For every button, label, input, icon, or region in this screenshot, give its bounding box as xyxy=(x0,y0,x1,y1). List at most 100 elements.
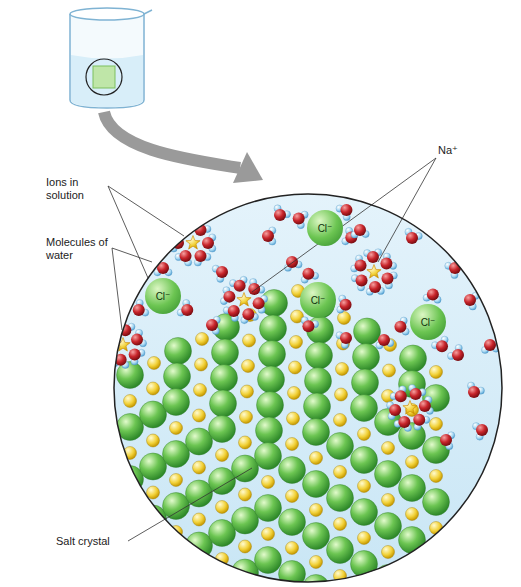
sodium-ball xyxy=(262,580,275,587)
chloride-ball xyxy=(354,318,381,345)
sodium-ball xyxy=(147,538,160,551)
hydrogen-atom xyxy=(99,343,106,350)
solution xyxy=(99,204,499,450)
oxygen-atom xyxy=(449,262,461,274)
oxygen-atom xyxy=(355,259,367,271)
chloride-ball xyxy=(305,368,332,395)
sodium-ion xyxy=(403,401,417,415)
oxygen-atom xyxy=(367,251,379,263)
sodium-ball xyxy=(147,382,160,395)
sodium-ball xyxy=(358,480,371,493)
chloride-ball xyxy=(232,507,259,534)
oxygen-atom xyxy=(468,386,480,398)
oxygen-atom xyxy=(476,424,488,436)
oxygen-atom xyxy=(195,250,207,262)
sodium-ball xyxy=(196,333,209,346)
sodium-ball xyxy=(382,494,395,507)
oxygen-atom xyxy=(381,273,393,285)
oxygen-atom xyxy=(427,288,439,300)
oxygen-atom xyxy=(253,297,265,309)
sodium-ball xyxy=(334,466,347,479)
chloride-ion: Cl⁻ xyxy=(145,278,181,314)
chloride-ball xyxy=(399,579,426,587)
chloride-ball xyxy=(164,363,191,390)
chloride-ball xyxy=(327,537,354,564)
sodium-ball xyxy=(124,499,137,512)
oxygen-atom xyxy=(413,414,425,426)
sodium-ball xyxy=(148,357,161,370)
sodium-ball xyxy=(382,546,395,559)
sodium-ball xyxy=(358,428,371,441)
oxygen-atom xyxy=(394,321,406,333)
zoom-arrowhead xyxy=(233,152,263,183)
oxygen-atom xyxy=(436,340,448,352)
chloride-ball xyxy=(351,499,378,526)
salt-in-beaker xyxy=(93,66,115,88)
oxygen-atom xyxy=(242,308,254,320)
magnified-outline xyxy=(114,194,502,582)
zoom-circle xyxy=(86,59,122,95)
oxygen-atom xyxy=(340,299,352,311)
oxygen-atom xyxy=(129,348,141,360)
chloride-ball xyxy=(399,475,426,502)
hydrogen-atom xyxy=(108,325,115,332)
oxygen-atom xyxy=(389,404,401,416)
hydrogen-atom xyxy=(468,246,475,253)
chloride-ball xyxy=(304,393,331,420)
sodium-ball xyxy=(170,474,183,487)
chloride-ball xyxy=(165,338,192,365)
oxygen-atom xyxy=(410,388,422,400)
chloride-ball xyxy=(210,390,237,417)
oxygen-atom xyxy=(206,319,218,331)
oxygen-atom xyxy=(181,304,193,316)
oxygen-atom xyxy=(484,339,496,351)
beaker-liquid xyxy=(71,55,143,107)
chloride-ball xyxy=(140,401,167,428)
sodium-ball xyxy=(239,436,252,449)
oxygen-atom xyxy=(131,334,143,346)
sodium-ball xyxy=(262,476,275,489)
sodium-ball xyxy=(239,540,252,553)
oxygen-atom xyxy=(380,258,392,270)
sodium-ball xyxy=(193,461,206,474)
oxygen-atom xyxy=(395,390,407,402)
sodium-ball xyxy=(334,518,347,531)
sodium-ball xyxy=(239,488,252,501)
oxygen-atom xyxy=(228,305,240,317)
chloride-ball xyxy=(140,505,167,532)
sodium-ball xyxy=(286,438,299,451)
callout-label: Salt crystal xyxy=(56,535,110,548)
beaker xyxy=(70,8,152,108)
sodium-ion xyxy=(367,265,381,279)
oxygen-atom xyxy=(378,334,390,346)
sodium-ball xyxy=(289,361,302,374)
sodium-ball xyxy=(124,551,137,564)
chloride-ball xyxy=(259,341,286,368)
chloride-ball xyxy=(279,457,306,484)
beaker-rim xyxy=(70,8,144,20)
chloride-ball xyxy=(327,433,354,460)
chloride-ball xyxy=(423,489,450,516)
chloride-ball xyxy=(186,428,213,455)
chloride-ball xyxy=(400,345,427,372)
chloride-ball xyxy=(303,471,330,498)
oxygen-atom xyxy=(472,242,484,254)
chloride-ball xyxy=(375,513,402,540)
chloride-ball xyxy=(351,447,378,474)
chloride-ball xyxy=(303,419,330,446)
sodium-ball xyxy=(430,574,443,587)
sodium-ion xyxy=(186,236,200,250)
oxygen-atom xyxy=(406,232,418,244)
oxygen-atom xyxy=(356,274,368,286)
sodium-ball xyxy=(334,414,347,427)
callout-label: Ions in solution xyxy=(46,176,108,202)
chloride-ball xyxy=(232,559,259,586)
ion-label: Cl⁻ xyxy=(311,295,326,306)
chloride-ball xyxy=(140,557,167,584)
oxygen-atom xyxy=(452,349,464,361)
oxygen-atom xyxy=(354,224,366,236)
sodium-ball xyxy=(430,366,443,379)
oxygen-atom xyxy=(234,280,246,292)
chloride-ball xyxy=(303,523,330,550)
